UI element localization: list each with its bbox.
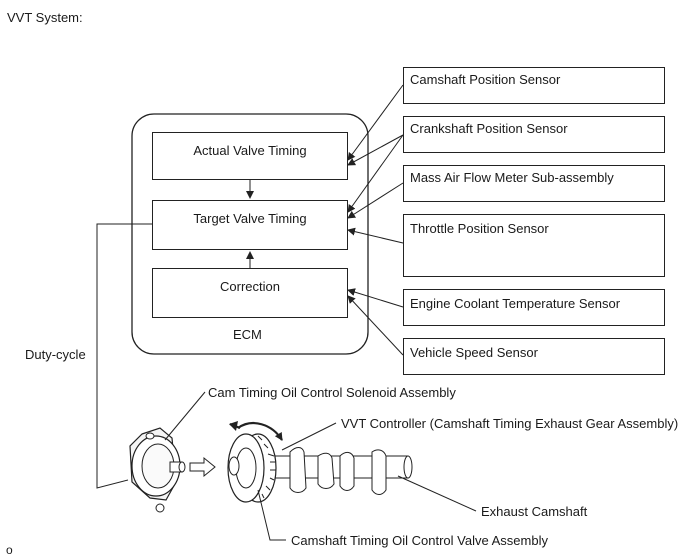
sensor-label: Crankshaft Position Sensor	[410, 121, 568, 136]
sensor-label: Engine Coolant Temperature Sensor	[410, 296, 621, 311]
ocv-valve-label: Camshaft Timing Oil Control Valve Assemb…	[291, 533, 548, 548]
duty-cycle-label: Duty-cycle	[25, 347, 86, 362]
engine-coolant-temperature-sensor-box: Engine Coolant Temperature Sensor	[403, 289, 665, 326]
vehicle-speed-sensor-box: Vehicle Speed Sensor	[403, 338, 665, 375]
arrow-crank-sensor-b	[347, 134, 404, 213]
mass-air-flow-meter-box: Mass Air Flow Meter Sub-assembly	[403, 165, 665, 202]
correction-label: Correction	[220, 279, 280, 294]
sensor-label: Mass Air Flow Meter Sub-assembly	[410, 170, 614, 185]
page-title: VVT System:	[7, 10, 83, 25]
target-valve-timing-block: Target Valve Timing	[152, 200, 348, 250]
exhaust-camshaft-label: Exhaust Camshaft	[481, 504, 588, 519]
sensor-label: Camshaft Position Sensor	[410, 72, 561, 87]
vvt-controller-label: VVT Controller (Camshaft Timing Exhaust …	[341, 416, 679, 431]
camshaft-drawing	[267, 447, 413, 495]
footer-code: o	[6, 543, 13, 557]
ecm-label: ECM	[233, 327, 262, 342]
duty-cycle-line	[96, 223, 152, 489]
crankshaft-position-sensor-box: Crankshaft Position Sensor	[403, 116, 665, 153]
correction-block: Correction	[152, 268, 348, 318]
ecm-frame	[131, 113, 369, 355]
leader-ocv	[164, 391, 206, 441]
leader-ocv-valve	[257, 489, 286, 541]
throttle-position-sensor-box: Throttle Position Sensor	[403, 214, 665, 277]
camshaft-position-sensor-box: Camshaft Position Sensor	[403, 67, 665, 104]
actual-valve-timing-block: Actual Valve Timing	[152, 132, 348, 180]
sensor-label: Throttle Position Sensor	[410, 221, 549, 236]
leader-vvt-controller	[281, 422, 337, 451]
arrow-crank-sensor-a	[347, 134, 404, 166]
vvt-gear-drawing	[227, 433, 277, 503]
arrow-maf-sensor	[347, 182, 404, 219]
leader-camshaft	[397, 475, 477, 512]
sensor-label: Vehicle Speed Sensor	[410, 345, 538, 360]
arrow-cam-sensor	[347, 84, 404, 161]
actual-valve-timing-label: Actual Valve Timing	[193, 143, 307, 158]
arrow-throttle-sensor	[347, 227, 404, 244]
ocv-solenoid-drawing	[129, 427, 186, 513]
arrow-speed-sensor	[347, 295, 404, 356]
arrow-coolant-sensor	[347, 288, 404, 308]
target-valve-timing-label: Target Valve Timing	[193, 211, 307, 226]
ocv-solenoid-label: Cam Timing Oil Control Solenoid Assembly	[208, 385, 456, 400]
rotation-arrow	[237, 422, 283, 441]
flow-arrow	[189, 456, 216, 478]
